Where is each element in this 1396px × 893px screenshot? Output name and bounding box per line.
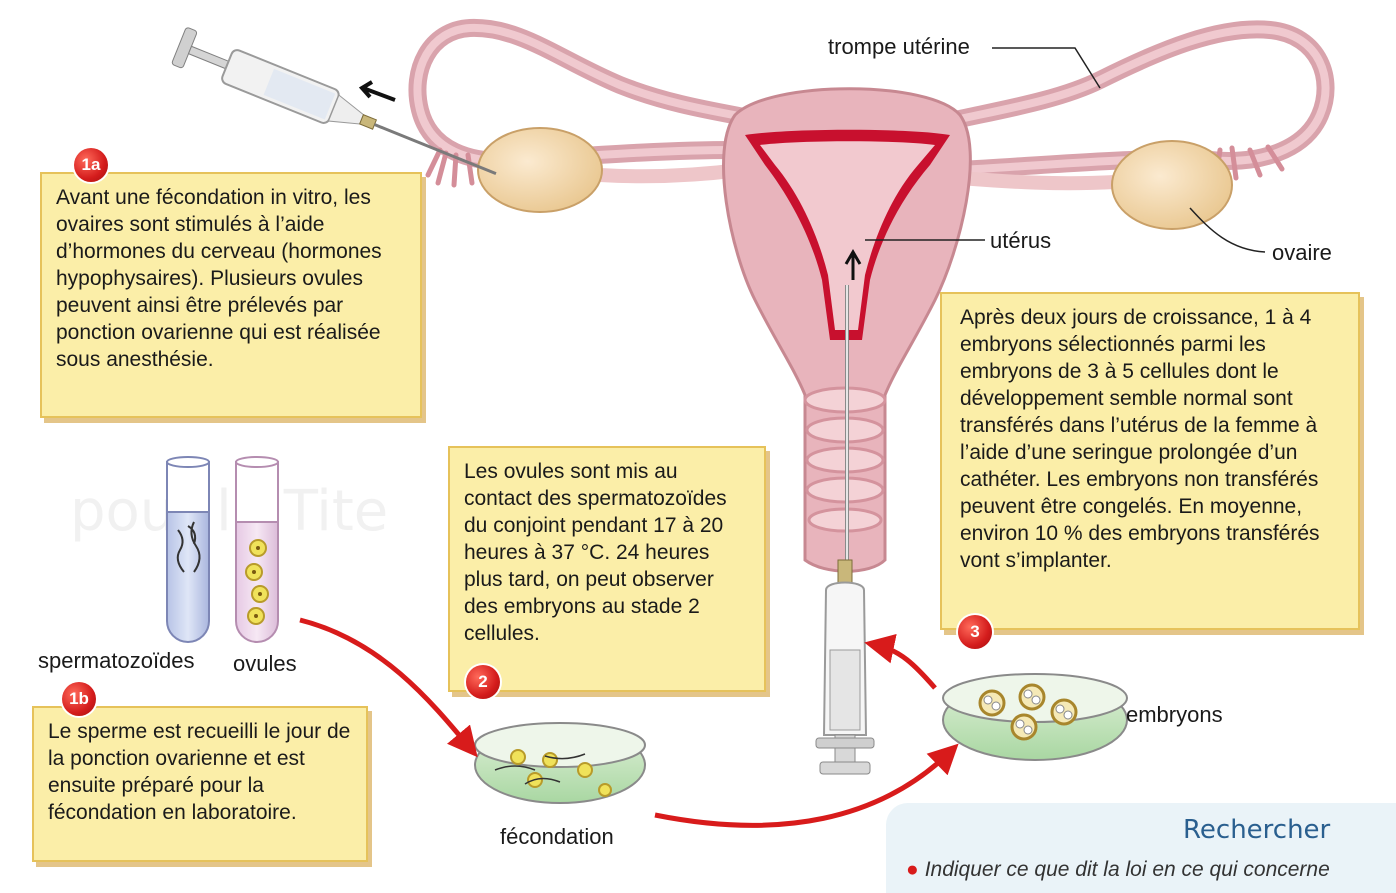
rechercher-item: ● Indiquer ce que dit la loi en ce qui co…: [906, 858, 1330, 882]
label-ovules: ovules: [233, 651, 297, 677]
step-1b-text: Le sperme est recueilli le jour de la po…: [48, 718, 352, 826]
step-1b-badge: 1b: [62, 682, 96, 716]
label-trompe: trompe utérine: [828, 34, 970, 60]
left-fallopian-tube: [417, 28, 760, 161]
label-spermatozoides: spermatozoïdes: [38, 648, 195, 674]
arrow-embryons-to-syringe: [876, 645, 935, 688]
step-1a-badge: 1a: [74, 148, 108, 182]
transfer-syringe: [816, 560, 874, 774]
step-1a-box: Avant une fécondation in vitro, les ovai…: [40, 172, 422, 418]
label-ovaire: ovaire: [1272, 240, 1332, 266]
watermark: pour la Tite: [70, 479, 388, 544]
step-3-text: Après deux jours de croissance, 1 à 4 em…: [960, 304, 1340, 574]
left-arrow: [362, 82, 395, 100]
left-ovary: [478, 128, 602, 212]
step-2-box: Les ovules sont mis au contact des sperm…: [448, 446, 766, 692]
rechercher-title: Rechercher: [1183, 815, 1330, 845]
step-2-badge: 2: [466, 665, 500, 699]
label-fecondation: fécondation: [500, 824, 614, 850]
label-uterus: utérus: [990, 228, 1051, 254]
bullet-icon: ●: [906, 858, 919, 881]
step-1a-text: Avant une fécondation in vitro, les ovai…: [56, 184, 406, 373]
embryons-dish: [943, 674, 1127, 760]
right-ovary: [1112, 141, 1232, 229]
fecondation-dish: [475, 723, 645, 803]
step-3-badge: 3: [958, 615, 992, 649]
label-embryons: embryons: [1126, 702, 1223, 728]
step-1b-box: Le sperme est recueilli le jour de la po…: [32, 706, 368, 862]
step-3-box: Après deux jours de croissance, 1 à 4 em…: [940, 292, 1360, 630]
sperm-tube: [167, 457, 209, 642]
rechercher-item-text: Indiquer ce que dit la loi en ce qui con…: [925, 858, 1330, 881]
ovules-tube: [236, 457, 278, 642]
step-2-text: Les ovules sont mis au contact des sperm…: [464, 458, 750, 647]
